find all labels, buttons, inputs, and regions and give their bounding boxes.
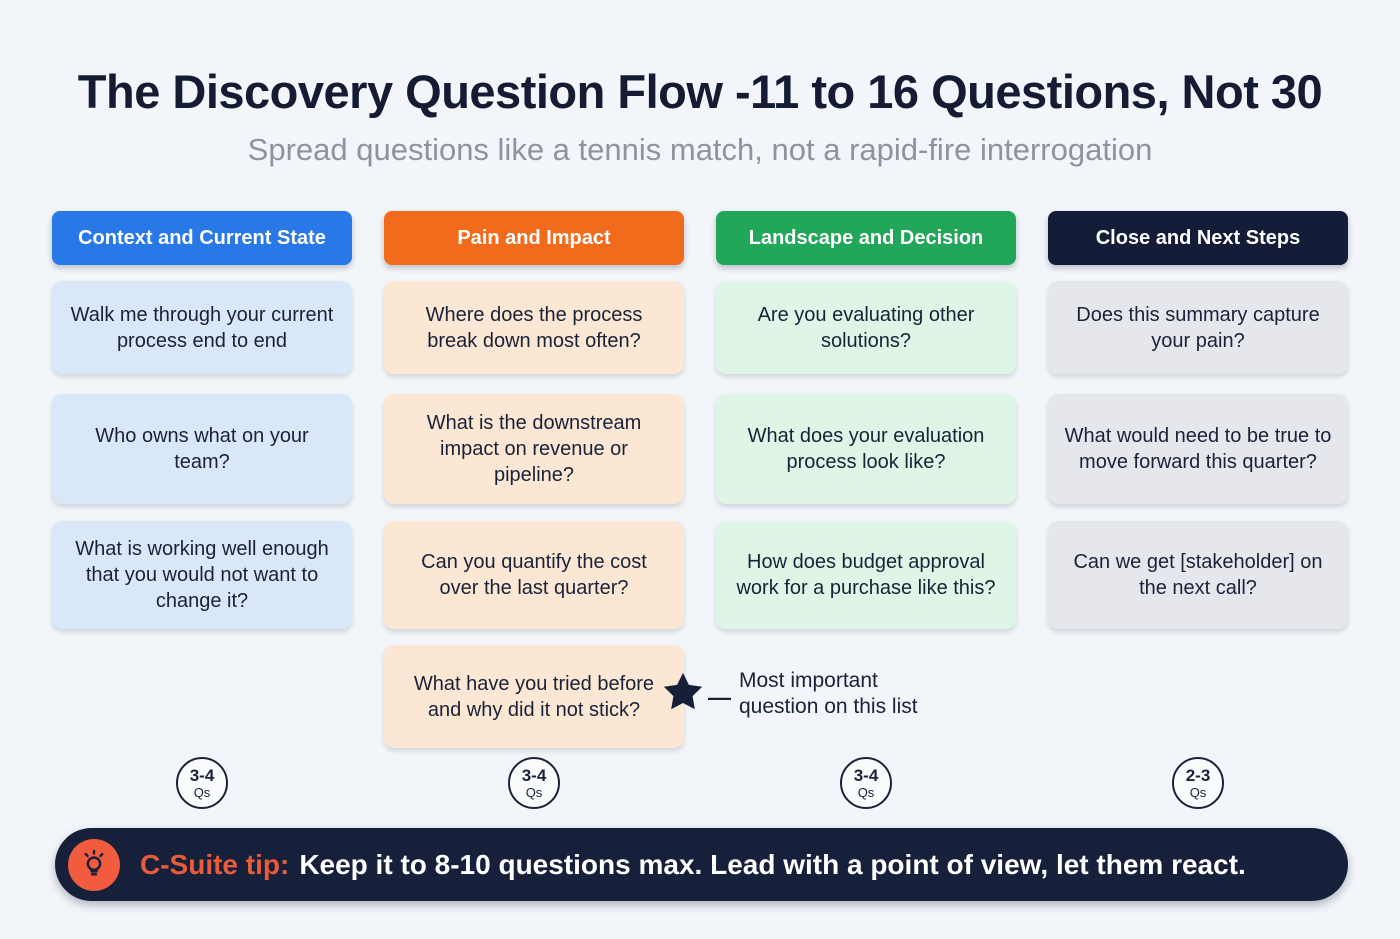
column-header-close: Close and Next Steps (1048, 211, 1348, 265)
question-card: What have you tried before and why did i… (384, 645, 684, 748)
star-annotation: — Most important question on this list (660, 668, 949, 720)
question-count-badge-pain: 3-4 Qs (508, 757, 560, 809)
badge-count: 3-4 (521, 765, 547, 785)
question-card: What would need to be true to move forwa… (1048, 394, 1348, 504)
badge-unit: Qs (193, 784, 211, 800)
question-card: Who owns what on your team? (52, 394, 352, 504)
column-close: Close and Next Steps Does this summary c… (1048, 211, 1348, 629)
badge-count: 3-4 (189, 765, 215, 785)
star-annotation-label: Most important question on this list (739, 669, 918, 718)
page-subtitle: Spread questions like a tennis match, no… (247, 132, 1153, 167)
star-icon (660, 669, 706, 720)
question-card: Can you quantify the cost over the last … (384, 521, 684, 629)
badge-unit: Qs (857, 784, 875, 800)
column-context: Context and Current State Walk me throug… (52, 211, 352, 629)
question-card: How does budget approval work for a purc… (716, 521, 1016, 629)
tip-bar: C-Suite tip: Keep it to 8-10 questions ma… (55, 828, 1348, 901)
question-card: Are you evaluating other solutions? (716, 281, 1016, 374)
tip-label: C-Suite tip: (140, 848, 290, 880)
column-header-context: Context and Current State (52, 211, 352, 265)
badge-count: 2-3 (1185, 765, 1211, 785)
question-card: Where does the process break down most o… (384, 281, 684, 374)
column-landscape: Landscape and Decision Are you evaluatin… (716, 211, 1016, 629)
question-count-badge-context: 3-4 Qs (176, 757, 228, 809)
question-card: What is the downstream impact on revenue… (384, 394, 684, 504)
badge-unit: Qs (1189, 784, 1207, 800)
question-card: Walk me through your current process end… (52, 281, 352, 374)
badge-count: 3-4 (853, 765, 879, 785)
question-count-badge-landscape: 3-4 Qs (840, 757, 892, 809)
column-header-landscape: Landscape and Decision (716, 211, 1016, 265)
question-card: Can we get [stakeholder] on the next cal… (1048, 521, 1348, 629)
badge-unit: Qs (525, 784, 543, 800)
question-card: What is working well enough that you wou… (52, 521, 352, 629)
tip-text-line: C-Suite tip: Keep it to 8-10 questions ma… (140, 849, 1246, 881)
column-header-pain: Pain and Impact (384, 211, 684, 265)
lightbulb-icon (68, 838, 120, 891)
annotation-dash: — (708, 683, 731, 710)
question-card: Does this summary capture your pain? (1048, 281, 1348, 374)
column-pain: Pain and Impact Where does the process b… (384, 211, 684, 748)
tip-text: Keep it to 8-10 questions max. Lead with… (299, 848, 1246, 880)
page-title: The Discovery Question Flow -11 to 16 Qu… (77, 65, 1323, 118)
question-count-badge-close: 2-3 Qs (1172, 757, 1224, 809)
question-card: What does your evaluation process look l… (716, 394, 1016, 504)
